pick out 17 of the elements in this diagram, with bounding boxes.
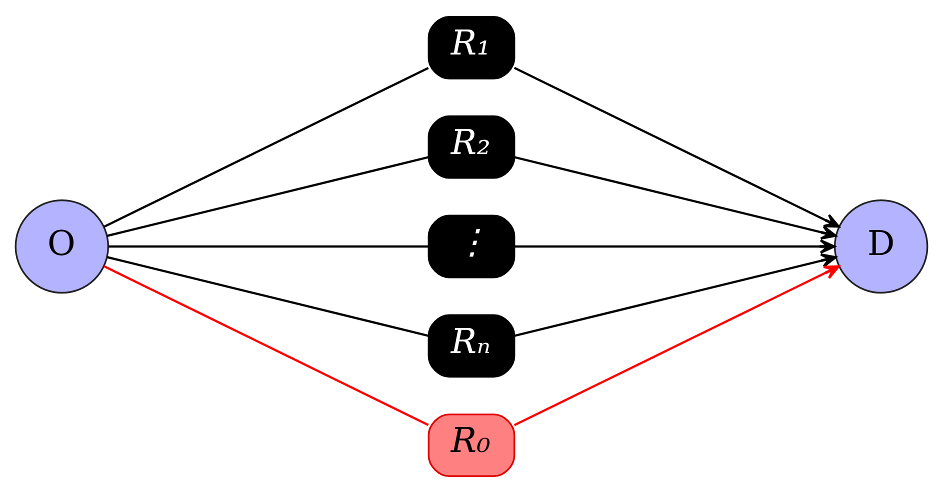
node-box: R₁ <box>428 16 516 79</box>
node-box: R₀ <box>428 413 516 476</box>
node-circle: D <box>834 198 928 294</box>
connector <box>104 66 429 228</box>
arrow <box>514 66 840 228</box>
arrow <box>514 238 836 254</box>
connector <box>106 156 429 236</box>
connector <box>108 244 428 248</box>
arrow <box>514 156 837 240</box>
node-circle: O <box>14 198 110 294</box>
arrow <box>514 264 840 426</box>
connector <box>104 264 429 426</box>
node-box: ⋮ <box>428 214 516 278</box>
node-box: Rₙ <box>428 314 516 378</box>
arrow <box>514 252 837 336</box>
node-box: R₂ <box>428 114 516 178</box>
connector <box>106 256 429 336</box>
